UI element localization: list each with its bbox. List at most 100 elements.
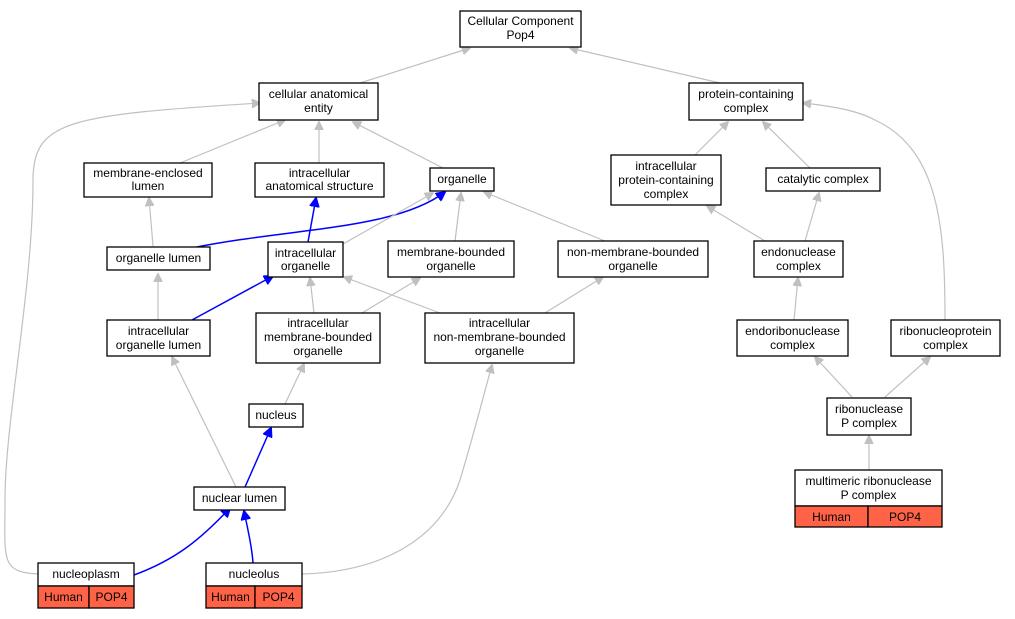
edge-cellular-anatomical-entity-to-root (359, 48, 470, 84)
node-ribonucleoprotein-complex[interactable]: ribonucleoprotein complex (890, 319, 1001, 357)
edge-nucleolus-to-nuclear-lumen (244, 511, 254, 564)
node-cellular-anatomical-entity[interactable]: cellular anatomical entity (258, 82, 379, 121)
node-ribonuclease-p-complex[interactable]: ribonuclease P complex (826, 397, 912, 436)
node-ribonucleoprotein-complex-line-1: ribonucleoprotein (899, 324, 991, 338)
edge-endoribonuclease-complex-to-endonuclease-complex (794, 278, 798, 321)
edge-intracellular-non-membrane-bounded-organelle-to-intracellular-organelle (344, 277, 441, 314)
node-intracellular-non-membrane-bounded-organelle[interactable]: intracellular non-membrane-bounded organ… (424, 312, 575, 364)
node-intracellular-organelle-lumen-line-2: organelle lumen (116, 338, 201, 352)
node-multimeric-ribonuclease-p-complex-line-2: P complex (841, 488, 897, 502)
node-organelle-line-1: organelle (437, 172, 487, 186)
node-intracellular-organelle-lumen-line-1: intracellular (128, 324, 189, 338)
node-intracellular-membrane-bounded-organelle-line-1: intracellular (287, 316, 348, 330)
node-root-line-1: Cellular Component (467, 14, 574, 28)
node-membrane-bounded-organelle-line-2: organelle (426, 259, 476, 273)
node-intracellular-protein-containing-complex-line-1: intracellular (635, 159, 696, 173)
edge-membrane-bounded-organelle-to-organelle (454, 193, 461, 242)
node-endonuclease-complex-line-1: endonuclease (761, 245, 836, 259)
edge-organelle-to-cellular-anatomical-entity (353, 122, 444, 169)
node-membrane-bounded-organelle[interactable]: membrane-bounded organelle (387, 240, 515, 278)
edge-non-membrane-bounded-organelle-to-organelle (484, 192, 606, 242)
edge-intracellular-organelle-to-organelle (342, 193, 433, 245)
node-intracellular-organelle-line-1: intracellular (275, 246, 336, 260)
node-intracellular-anatomical-structure[interactable]: intracellular anatomical structure (254, 162, 385, 198)
node-nucleolus-line-1: nucleolus (229, 567, 280, 581)
node-nucleus-line-1: nucleus (255, 408, 296, 422)
node-intracellular-membrane-bounded-organelle[interactable]: intracellular membrane-bounded organelle (255, 312, 381, 364)
node-intracellular-protein-containing-complex[interactable]: intracellular protein-containing complex (610, 154, 722, 206)
node-ribonuclease-p-complex-line-1: ribonuclease (835, 402, 903, 416)
node-cellular-anatomical-entity-line-2: entity (304, 101, 333, 115)
node-endonuclease-complex[interactable]: endonuclease complex (753, 240, 844, 278)
edge-nuclear-lumen-to-intracellular-organelle-lumen (172, 357, 237, 488)
node-catalytic-complex-line-1: catalytic complex (777, 172, 868, 186)
edge-catalytic-complex-to-protein-containing-complex (763, 122, 811, 169)
node-ribonuclease-p-complex-line-2: P complex (841, 416, 897, 430)
node-ribonucleoprotein-complex-line-2: complex (923, 338, 968, 352)
edge-ribonucleoprotein-complex-to-protein-containing-complex (803, 103, 946, 321)
annotation-gene-label: POP4 (262, 590, 294, 604)
node-nucleoplasm-line-1: nucleoplasm (52, 567, 119, 581)
node-organelle-lumen[interactable]: organelle lumen (106, 246, 211, 271)
annotation-gene-label: POP4 (889, 510, 921, 524)
edge-intracellular-protein-containing-complex-to-protein-containing-complex (694, 122, 728, 156)
node-intracellular-membrane-bounded-organelle-line-3: organelle (293, 344, 343, 358)
edge-protein-containing-complex-to-root (570, 48, 721, 84)
edge-endonuclease-complex-to-catalytic-complex (804, 193, 819, 242)
node-intracellular-membrane-bounded-organelle-line-2: membrane-bounded (264, 330, 372, 344)
node-membrane-enclosed-lumen-line-2: lumen (132, 179, 165, 193)
node-nucleoplasm[interactable]: nucleoplasm Human POP4 (37, 562, 135, 609)
edge-endonuclease-complex-to-intracellular-protein-containing-complex (707, 206, 766, 242)
node-organelle-lumen-line-1: organelle lumen (116, 251, 201, 265)
node-membrane-enclosed-lumen[interactable]: membrane-enclosed lumen (83, 162, 213, 198)
node-endoribonuclease-complex-line-1: endoribonuclease (745, 324, 840, 338)
edge-ribonuclease-p-complex-to-ribonucleoprotein-complex (884, 357, 930, 398)
node-endonuclease-complex-line-2: complex (776, 259, 821, 273)
node-root-line-2: Pop4 (506, 28, 534, 42)
node-intracellular-organelle-line-2: organelle (281, 259, 331, 273)
edge-intracellular-organelle-to-intracellular-anatomical-structure (307, 198, 316, 243)
annotation-species-label: Human (812, 510, 851, 524)
node-organelle[interactable]: organelle (429, 167, 495, 192)
node-intracellular-anatomical-structure-line-1: intracellular (289, 166, 350, 180)
node-endoribonuclease-complex[interactable]: endoribonuclease complex (736, 319, 849, 357)
edge-intracellular-membrane-bounded-organelle-to-membrane-bounded-organelle (361, 278, 420, 314)
node-catalytic-complex[interactable]: catalytic complex (765, 167, 881, 192)
annotation-gene-label: POP4 (95, 590, 127, 604)
node-intracellular-non-membrane-bounded-organelle-line-1: intracellular (469, 316, 530, 330)
annotation-species-label: Human (44, 590, 83, 604)
edge-organelle-lumen-to-organelle (191, 192, 445, 249)
node-non-membrane-bounded-organelle[interactable]: non-membrane-bounded organelle (557, 240, 709, 278)
node-intracellular-protein-containing-complex-line-2: protein-containing (618, 173, 713, 187)
node-intracellular-non-membrane-bounded-organelle-line-2: non-membrane-bounded (433, 330, 565, 344)
node-non-membrane-bounded-organelle-line-2: organelle (608, 259, 658, 273)
node-intracellular-organelle-lumen[interactable]: intracellular organelle lumen (106, 319, 211, 357)
node-multimeric-ribonuclease-p-complex-line-1: multimeric ribonuclease (805, 474, 931, 488)
node-membrane-bounded-organelle-line-1: membrane-bounded (397, 245, 505, 259)
node-root[interactable]: Cellular Component Pop4 (459, 10, 582, 48)
edge-intracellular-non-membrane-bounded-organelle-to-non-membrane-bounded-organelle (544, 277, 603, 314)
node-protein-containing-complex[interactable]: protein-containing complex (688, 82, 804, 121)
annotation-cell-gene (867, 505, 943, 528)
node-nucleus[interactable]: nucleus (248, 403, 304, 428)
node-non-membrane-bounded-organelle-line-1: non-membrane-bounded (567, 245, 699, 259)
edge-intracellular-organelle-lumen-to-intracellular-organelle (191, 276, 273, 321)
node-intracellular-anatomical-structure-line-2: anatomical structure (265, 179, 373, 193)
edge-intracellular-membrane-bounded-organelle-to-intracellular-organelle (310, 278, 314, 314)
edge-ribonuclease-p-complex-to-endoribonuclease-complex (815, 357, 853, 398)
edge-nuclear-lumen-to-nucleus (244, 428, 271, 488)
node-nuclear-lumen-line-1: nuclear lumen (202, 491, 277, 505)
edge-membrane-enclosed-lumen-to-cellular-anatomical-entity (179, 120, 285, 164)
edge-organelle-lumen-to-membrane-enclosed-lumen (149, 198, 153, 247)
edge-nucleus-to-intracellular-membrane-bounded-organelle (284, 364, 304, 405)
edge-nucleoplasm-to-nuclear-lumen (133, 508, 230, 576)
node-multimeric-ribonuclease-p-complex[interactable]: multimeric ribonuclease P complex Human … (794, 469, 943, 528)
edge-nucleoplasm-to-cellular-anatomical-entity (4, 103, 260, 575)
annotation-species-label: Human (211, 590, 250, 604)
node-endoribonuclease-complex-line-2: complex (770, 338, 815, 352)
node-nuclear-lumen[interactable]: nuclear lumen (193, 486, 286, 511)
node-nucleolus[interactable]: nucleolus Human POP4 (205, 562, 303, 609)
node-intracellular-organelle[interactable]: intracellular organelle (267, 241, 344, 278)
annotation-cell-gene (254, 585, 303, 609)
